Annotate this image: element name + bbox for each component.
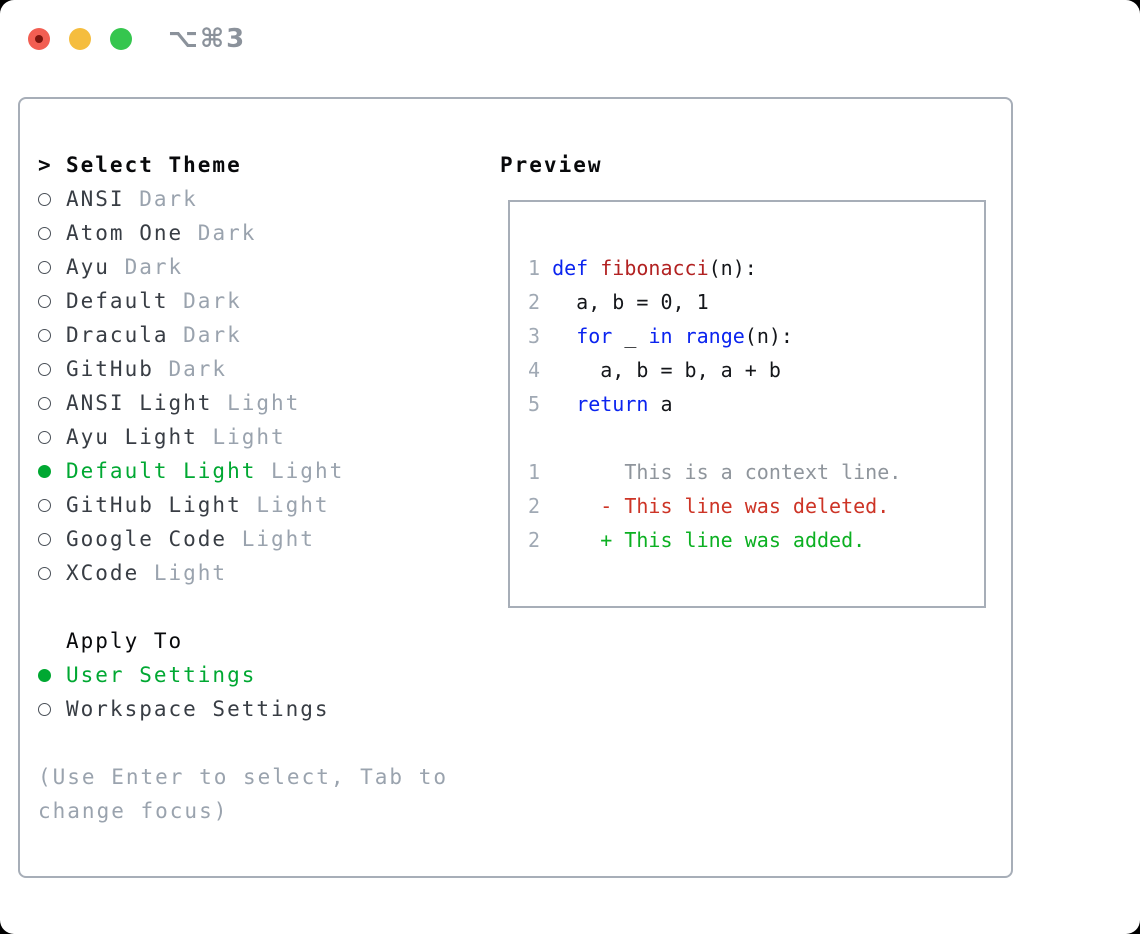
code-line: 1 def fibonacci(n):	[528, 256, 757, 280]
theme-tag: Dark	[168, 323, 242, 347]
radio-selected-icon	[38, 668, 66, 682]
titlebar: ⌥⌘3	[28, 24, 244, 54]
apply-target-label: Workspace Settings	[66, 697, 330, 721]
apply-target-option[interactable]: User Settings	[38, 658, 448, 692]
help-text-line1: (Use Enter to select, Tab to	[38, 765, 449, 789]
close-button[interactable]	[28, 28, 50, 50]
theme-label: Ayu Light	[66, 425, 198, 449]
line-number: 2	[528, 528, 541, 552]
theme-option[interactable]: ANSI Light Light	[38, 386, 448, 420]
theme-tag: Light	[241, 493, 330, 517]
theme-label: GitHub	[66, 357, 154, 381]
line-number: 1	[528, 460, 541, 484]
theme-option[interactable]: Ayu Light Light	[38, 420, 448, 454]
radio-icon	[38, 226, 66, 240]
apply-to-header-row: Apply To	[38, 624, 448, 658]
apply-target-option[interactable]: Workspace Settings	[38, 692, 448, 726]
window-title-shortcut: ⌥⌘3	[168, 24, 247, 54]
radio-icon	[38, 702, 66, 716]
preview-title: Preview	[500, 153, 603, 177]
radio-icon	[38, 192, 66, 206]
help-text-line2: change focus)	[38, 799, 229, 823]
theme-option[interactable]: Atom One Dark	[38, 216, 448, 250]
theme-option[interactable]: Default Light Light	[38, 454, 448, 488]
theme-option[interactable]: Default Dark	[38, 284, 448, 318]
theme-tag: Light	[139, 561, 228, 585]
menu-header-row: > Select Theme	[38, 148, 448, 182]
theme-tag: Light	[197, 425, 286, 449]
line-number: 2	[528, 290, 553, 314]
zoom-button[interactable]	[110, 28, 132, 50]
theme-label: GitHub Light	[66, 493, 242, 517]
menu-title: Select Theme	[66, 153, 242, 177]
theme-option[interactable]: GitHub Light Light	[38, 488, 448, 522]
spacer	[38, 726, 448, 760]
line-number: 1	[528, 256, 553, 280]
radio-icon	[38, 362, 66, 376]
radio-selected-icon	[38, 464, 66, 478]
theme-tag: Dark	[183, 221, 257, 245]
theme-label: Default	[66, 289, 169, 313]
theme-tag: Dark	[168, 289, 242, 313]
preview-box: 1 def fibonacci(n): 2 a, b = 0, 1 3 for _ …	[508, 200, 986, 608]
minimize-button[interactable]	[69, 28, 91, 50]
line-number: 2	[528, 494, 541, 518]
radio-icon	[38, 260, 66, 274]
theme-option[interactable]: Ayu Dark	[38, 250, 448, 284]
radio-icon	[38, 396, 66, 410]
radio-icon	[38, 498, 66, 512]
code-line: 5 return a	[528, 392, 673, 416]
code-preview: 1 def fibonacci(n): 2 a, b = 0, 1 3 for _ …	[528, 251, 901, 557]
apply-to-title: Apply To	[66, 629, 184, 653]
prompt-icon: >	[38, 153, 53, 177]
code-line: 2 a, b = 0, 1	[528, 290, 709, 314]
line-number: 3	[528, 324, 553, 348]
radio-icon	[38, 532, 66, 546]
line-number: 5	[528, 392, 553, 416]
radio-icon	[38, 294, 66, 308]
theme-label: Google Code	[66, 527, 228, 551]
code-line: 4 a, b = b, a + b	[528, 358, 781, 382]
theme-label: Dracula	[66, 323, 169, 347]
theme-tag: Dark	[109, 255, 184, 279]
radio-icon	[38, 566, 66, 580]
radio-icon	[38, 430, 66, 444]
theme-label: XCode	[66, 561, 140, 585]
theme-option[interactable]: Google Code Light	[38, 522, 448, 556]
theme-tag: Dark	[153, 357, 228, 381]
theme-label: ANSI Light	[66, 391, 213, 415]
theme-label: Ayu	[66, 255, 110, 279]
diff-line-added: 2 + This line was added.	[528, 528, 866, 552]
theme-option[interactable]: GitHub Dark	[38, 352, 448, 386]
theme-tag: Light	[212, 391, 301, 415]
theme-option[interactable]: XCode Light	[38, 556, 448, 590]
radio-icon	[38, 328, 66, 342]
code-line: 3 for _ in range(n):	[528, 324, 793, 348]
diff-line-context: 1 This is a context line.	[528, 460, 902, 484]
theme-option[interactable]: ANSI Dark	[38, 182, 448, 216]
theme-label: ANSI	[66, 187, 125, 211]
line-number: 4	[528, 358, 553, 382]
theme-tag: Light	[227, 527, 315, 551]
theme-label: Atom One	[66, 221, 184, 245]
apply-target-label: User Settings	[66, 663, 257, 687]
theme-label: Default Light	[66, 459, 257, 483]
theme-tag: Dark	[124, 187, 198, 211]
diff-line-deleted: 2 - This line was deleted.	[528, 494, 890, 518]
blank-line	[528, 421, 901, 455]
spacer	[38, 590, 448, 624]
theme-tag: Light	[256, 459, 345, 483]
theme-option[interactable]: Dracula Dark	[38, 318, 448, 352]
